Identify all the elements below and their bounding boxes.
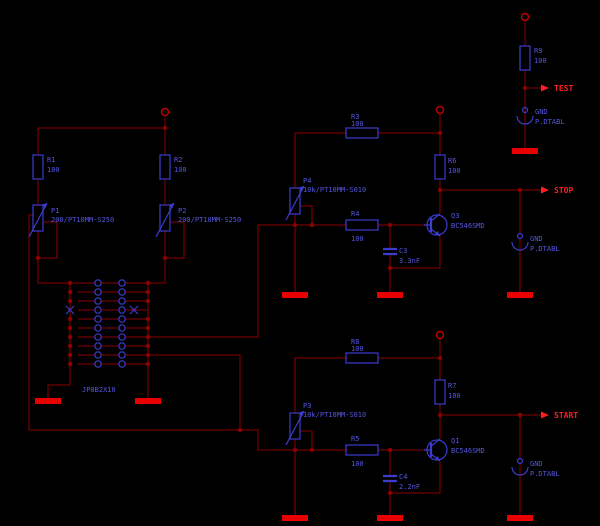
label-pad-name: GND [530,460,543,468]
label-J1-name: JP8B2X10 [82,386,116,394]
label-P4-value: 10k/PT10MM-S010 [303,186,366,194]
net-flag-stop[interactable]: STOP [541,186,573,195]
label-pad-name: GND [535,108,548,116]
label-P4-name: P4 [303,177,311,185]
label-C4-value: 2.2nF [399,483,420,491]
capacitor-C4[interactable]: C4 2.2nF [383,473,420,491]
junction-dots [35,85,528,496]
label-R2-name: R2 [174,156,182,164]
resistor-R3[interactable]: R3 100 [345,113,379,139]
net-flag-start[interactable]: START [541,411,578,420]
label-pad-name: GND [530,235,543,243]
resistor-R5[interactable]: R5 100 [345,435,379,468]
resistor-R4[interactable]: R4 100 [345,210,379,243]
transistor-Q1[interactable]: Q1 BC546SMD [424,437,485,462]
label-R3-value: 100 [351,120,364,128]
label-P3-value: 10k/PT10MM-S010 [303,411,366,419]
label-Q3-value: BC546SMD [451,222,485,230]
vcc-flag-stop[interactable] [435,105,445,115]
label-R2-value: 100 [174,166,187,174]
label-R8-name: R8 [351,338,359,346]
label-Q1-value: BC546SMD [451,447,485,455]
ground-flag[interactable] [512,148,538,154]
label-R1-name: R1 [47,156,55,164]
label-P1-name: P1 [51,207,59,215]
label-pad-value: P.DTABL [530,470,560,478]
label-R6-name: R6 [448,157,456,165]
arrow-right-icon [541,186,549,194]
net-label-stop: STOP [554,186,573,195]
resistor-R7[interactable]: R7 100 [434,379,461,405]
net-flag-test[interactable]: TEST [541,84,573,93]
resistor-R1[interactable]: R1 100 [32,154,60,180]
pad-stop[interactable]: GND P.DTABL [511,232,560,254]
label-P2-name: P2 [178,207,186,215]
label-R5-value: 100 [351,460,364,468]
ground-flag[interactable] [377,292,403,298]
label-P1-value: 200/PT10MM-S250 [51,216,114,224]
label-P2-value: 200/PT10MM-S250 [178,216,241,224]
label-R1-value: 100 [47,166,60,174]
capacitor-C3[interactable]: C3 3.3nF [383,247,420,265]
ground-flag[interactable] [35,398,61,404]
ground-flag[interactable] [507,515,533,521]
net-label-test: TEST [554,84,573,93]
label-C3-name: C3 [399,247,407,255]
potentiometer-P4[interactable]: P4 10k/PT10MM-S010 [285,177,366,221]
transistor-Q3[interactable]: Q3 BC546SMD [424,212,485,237]
pad-start[interactable]: GND P.DTABL [511,457,560,479]
label-R6-value: 100 [448,167,461,175]
unused-pin-cross-icon [65,305,139,315]
resistor-R9[interactable]: R9 100 [519,45,547,71]
vcc-flag-test[interactable] [520,12,530,22]
ground-flag[interactable] [282,515,308,521]
header-row-wires [78,282,148,365]
pin-header-J1[interactable]: JP8B2X10 [65,279,139,394]
potentiometer-P2[interactable]: P2 200/PT10MM-S250 [155,202,241,238]
resistor-R8[interactable]: R8 100 [345,338,379,364]
ground-flag[interactable] [507,292,533,298]
arrow-right-icon [541,411,549,419]
label-C4-name: C4 [399,473,407,481]
resistor-R6[interactable]: R6 100 [434,154,461,180]
label-R8-value: 100 [351,345,364,353]
label-pad-value: P.DTABL [530,245,560,253]
label-R7-name: R7 [448,382,456,390]
label-Q3-name: Q3 [451,212,459,220]
vcc-flag-start[interactable] [435,330,445,340]
pad-test[interactable]: GND P.DTABL [516,106,565,127]
ground-flag[interactable] [135,398,161,404]
label-R7-value: 100 [448,392,461,400]
label-R4-value: 100 [351,235,364,243]
label-R9-name: R9 [534,47,542,55]
label-R4-name: R4 [351,210,359,218]
label-P3-name: P3 [303,402,311,410]
resistor-R2[interactable]: R2 100 [159,154,187,180]
label-R3-name: R3 [351,113,359,121]
potentiometer-P3[interactable]: P3 10k/PT10MM-S010 [285,402,366,446]
vcc-flag-left[interactable] [160,107,170,117]
arrow-right-icon [541,84,549,92]
net-wires [28,20,541,515]
label-Q1-name: Q1 [451,437,459,445]
net-label-start: START [554,411,578,420]
label-C3-value: 3.3nF [399,257,420,265]
label-pad-value: P.DTABL [535,118,565,126]
potentiometer-P1[interactable]: P1 200/PT10MM-S250 [28,202,114,238]
label-R5-name: R5 [351,435,359,443]
ground-flag[interactable] [282,292,308,298]
label-R9-value: 100 [534,57,547,65]
ground-flag[interactable] [377,515,403,521]
